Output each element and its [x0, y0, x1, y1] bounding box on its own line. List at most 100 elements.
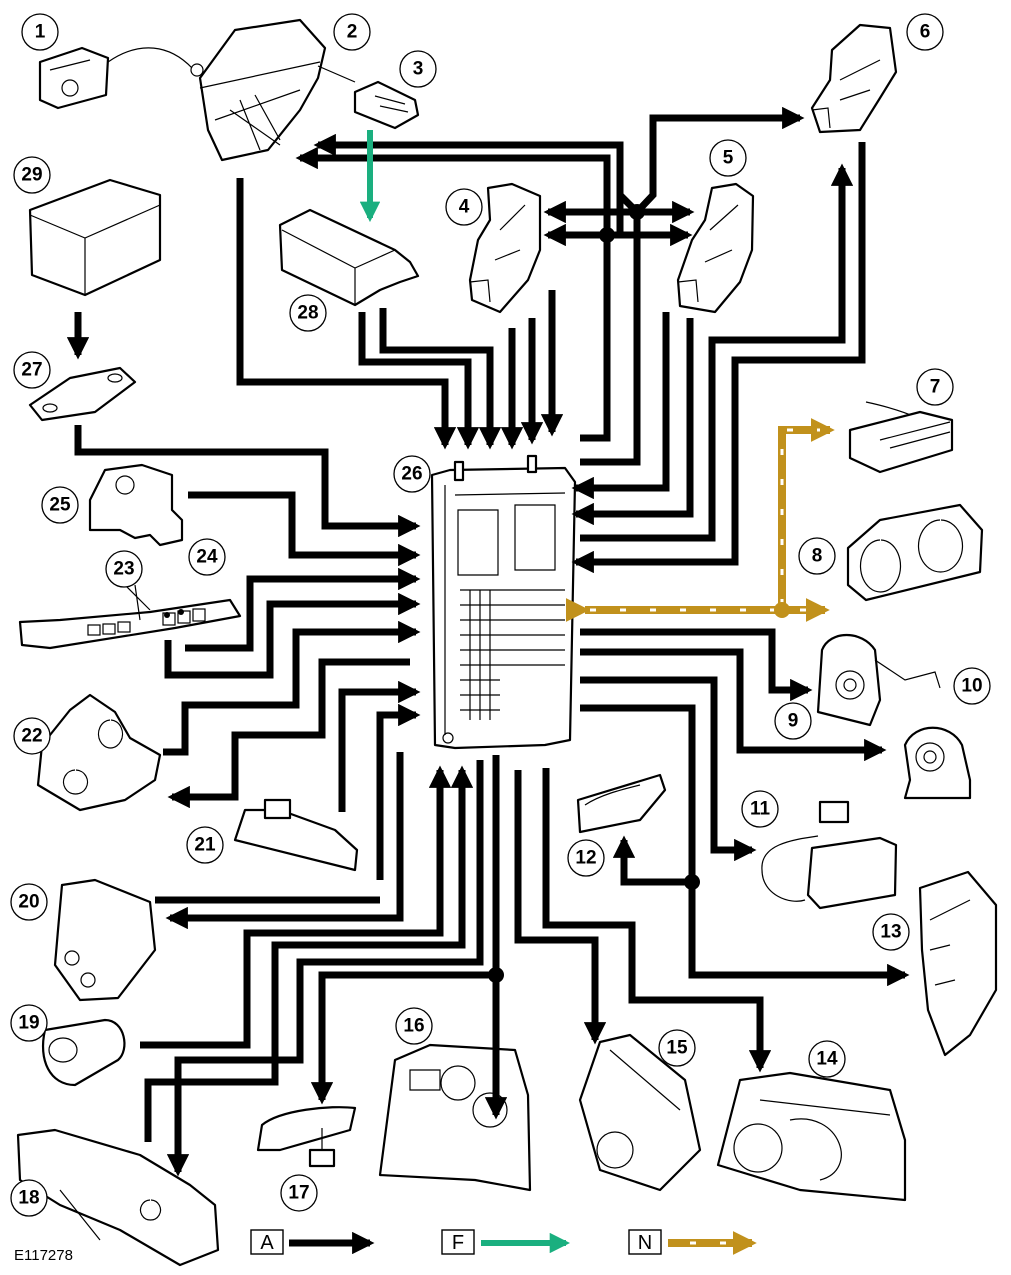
callout-21: 21: [186, 826, 224, 864]
legend-item-N: N: [628, 1229, 757, 1255]
wire-18-to-26: [144, 765, 474, 1142]
callout-14: 14: [808, 1040, 846, 1078]
legend: A F N: [250, 1229, 757, 1255]
bus-to-7: [778, 418, 835, 610]
wire-26-to-10: [580, 648, 887, 762]
part-28-remote-receiver-module: [278, 208, 420, 307]
wires-type-N: [565, 418, 835, 622]
callout-11: 11: [741, 790, 779, 828]
callout-5: 5: [709, 139, 747, 177]
part-19-ignition-switch: [41, 1018, 126, 1087]
part-20-tailgate-latch: [53, 878, 157, 1002]
part-16-rear-lamp-cluster: [378, 1043, 532, 1192]
wire-23-to-26: [164, 592, 421, 679]
part-1-fuel-flap-release: [38, 46, 204, 110]
svg-text:12: 12: [575, 848, 596, 869]
wire-26-bus-up: [580, 212, 641, 466]
svg-text:4: 4: [459, 197, 470, 218]
svg-text:19: 19: [18, 1013, 39, 1034]
part-18-steering-column-lock: [16, 1128, 220, 1267]
callout-26: 26: [393, 455, 431, 493]
callout-22: 22: [13, 717, 51, 755]
part-5-door-lock-actuator: [676, 182, 755, 314]
svg-text:26: 26: [401, 464, 422, 485]
wire-26-to-9: [580, 628, 813, 702]
callout-16: 16: [395, 1007, 433, 1045]
wire-26-to-15: [514, 770, 607, 1045]
part-12-side-repeater: [576, 773, 667, 834]
svg-text:28: 28: [297, 303, 318, 324]
wire-21-to-26: [338, 680, 421, 812]
part-2-door-handle: [198, 18, 327, 162]
figure-reference-code: E117278: [14, 1247, 73, 1264]
wire-2-to-26: [236, 178, 457, 450]
wire-28a-to-26: [358, 312, 480, 450]
wire-6-to-26: [571, 142, 866, 574]
part-8-instrument-cluster: [846, 503, 984, 602]
svg-text:17: 17: [288, 1183, 309, 1204]
svg-text:13: 13: [880, 922, 901, 943]
part-14-headlamp: [716, 1071, 907, 1202]
part-17-side-marker-lamp: [256, 1106, 357, 1168]
wire-26-to-11: [580, 676, 757, 862]
svg-text:F: F: [452, 1232, 464, 1254]
callout-7: 7: [916, 368, 954, 406]
svg-text:3: 3: [413, 59, 424, 80]
svg-text:A: A: [260, 1232, 274, 1254]
callout-2: 2: [333, 13, 371, 51]
svg-text:N: N: [638, 1232, 652, 1254]
callout-27: 27: [13, 351, 51, 389]
wire-26-to-2a: [295, 146, 611, 442]
part-21-tailgate-release-switch: [233, 798, 359, 872]
svg-text:1: 1: [35, 22, 46, 43]
wire-25-to-26: [188, 491, 421, 567]
legend-item-A: A: [250, 1229, 375, 1255]
svg-text:20: 20: [18, 892, 39, 913]
svg-text:10: 10: [961, 676, 982, 697]
svg-text:18: 18: [18, 1188, 39, 1209]
wire-5b-to-26: [571, 318, 694, 526]
part-11-washer-pump: [761, 800, 898, 910]
junction-dot: [488, 967, 504, 983]
wire-26-to-14: [542, 768, 772, 1073]
svg-text:8: 8: [812, 546, 823, 567]
svg-text:16: 16: [403, 1016, 424, 1037]
svg-text:15: 15: [666, 1038, 688, 1059]
part-4-door-lock-actuator: [468, 182, 542, 314]
legend-item-F: F: [441, 1229, 571, 1255]
wire-26-to-20: [165, 752, 404, 930]
callout-25: 25: [41, 486, 79, 524]
part-26-central-junction-box: [430, 454, 577, 750]
junction-dot: [629, 204, 645, 220]
svg-text:11: 11: [750, 799, 771, 820]
wire-26-to-22: [167, 658, 410, 809]
part-10-horn: [903, 726, 972, 800]
svg-text:7: 7: [930, 377, 941, 398]
wire-24-to-26: [185, 567, 421, 652]
svg-text:2: 2: [347, 22, 358, 43]
wire-to-26-lower: [376, 703, 421, 880]
svg-text:5: 5: [723, 148, 734, 169]
wire-26-to-18: [166, 760, 484, 1177]
wire-19-to-26: [140, 765, 452, 1049]
svg-text:14: 14: [816, 1049, 838, 1070]
part-7-diagnostic-connector: [848, 401, 954, 474]
svg-text:23: 23: [113, 559, 134, 580]
wire-5a-to-26: [571, 312, 670, 500]
callout-8: 8: [798, 537, 836, 575]
svg-text:6: 6: [920, 22, 931, 43]
wire-to-6: [616, 106, 805, 218]
callout-4: 4: [445, 188, 483, 226]
callout-9: 9: [774, 702, 812, 740]
callout-10: 10: [953, 667, 991, 705]
part-9-horn: [816, 634, 941, 727]
callout-17: 17: [280, 1174, 318, 1212]
part-15-headlamp: [578, 1033, 702, 1192]
callout-12: 12: [567, 839, 605, 877]
wire-22-to-26: [163, 620, 421, 756]
junction-dot: [599, 227, 615, 243]
callout-13: 13: [872, 913, 910, 951]
svg-text:24: 24: [196, 547, 218, 568]
svg-text:29: 29: [21, 165, 42, 186]
